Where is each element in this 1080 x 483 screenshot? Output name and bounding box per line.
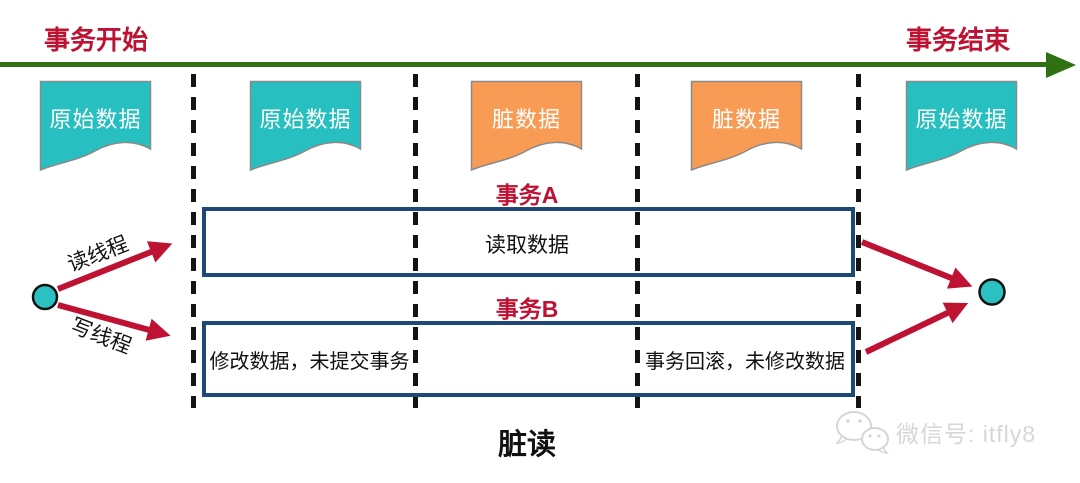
document-shape-icon (39, 80, 152, 172)
start-node-circle (31, 283, 59, 311)
phase-divider-4 (856, 74, 861, 408)
wechat-icon (835, 411, 889, 454)
document-label: 脏数据 (491, 107, 561, 132)
document-dirty-data-1: 脏数据 (470, 80, 583, 172)
document-shape-icon (690, 80, 803, 172)
phase-divider-2 (413, 74, 418, 408)
watermark: 微信号: itfly8 (834, 408, 1036, 456)
document-label: 原始数据 (259, 107, 352, 132)
document-label: 原始数据 (49, 107, 142, 132)
document-original-data-1: 原始数据 (39, 80, 152, 172)
timeline-line (0, 62, 1056, 67)
document-shape-icon (249, 80, 362, 172)
document-shape-icon (470, 80, 583, 172)
merge-arrow-top (860, 239, 973, 289)
end-node-circle (978, 278, 1006, 306)
transaction-a-action: 读取数据 (485, 234, 569, 257)
transaction-b-box (202, 321, 855, 397)
transaction-a-box (202, 207, 855, 277)
transaction-b-title: 事务B (495, 296, 559, 322)
document-shape-icon (905, 80, 1018, 172)
merge-arrow-bottom (864, 302, 969, 355)
timeline-arrowhead-icon (1046, 52, 1076, 78)
read-thread-label: 读线程 (64, 232, 132, 277)
watermark-text: 微信号: itfly8 (896, 421, 1037, 447)
transaction-start-label: 事务开始 (44, 25, 149, 55)
document-dirty-data-2: 脏数据 (690, 80, 803, 172)
transaction-a-title: 事务A (495, 182, 559, 208)
transaction-b-right-action: 事务回滚，未修改数据 (645, 351, 845, 373)
document-label: 脏数据 (711, 107, 781, 132)
diagram-caption: 脏读 (497, 429, 556, 461)
write-thread-label: 写线程 (67, 314, 135, 359)
document-original-data-3: 原始数据 (905, 80, 1018, 172)
phase-divider-3 (635, 74, 640, 408)
transaction-end-label: 事务结束 (906, 25, 1011, 55)
document-label: 原始数据 (915, 107, 1008, 132)
transaction-b-left-action: 修改数据，未提交事务 (209, 351, 410, 373)
phase-divider-1 (191, 74, 196, 408)
document-original-data-2: 原始数据 (249, 80, 362, 172)
